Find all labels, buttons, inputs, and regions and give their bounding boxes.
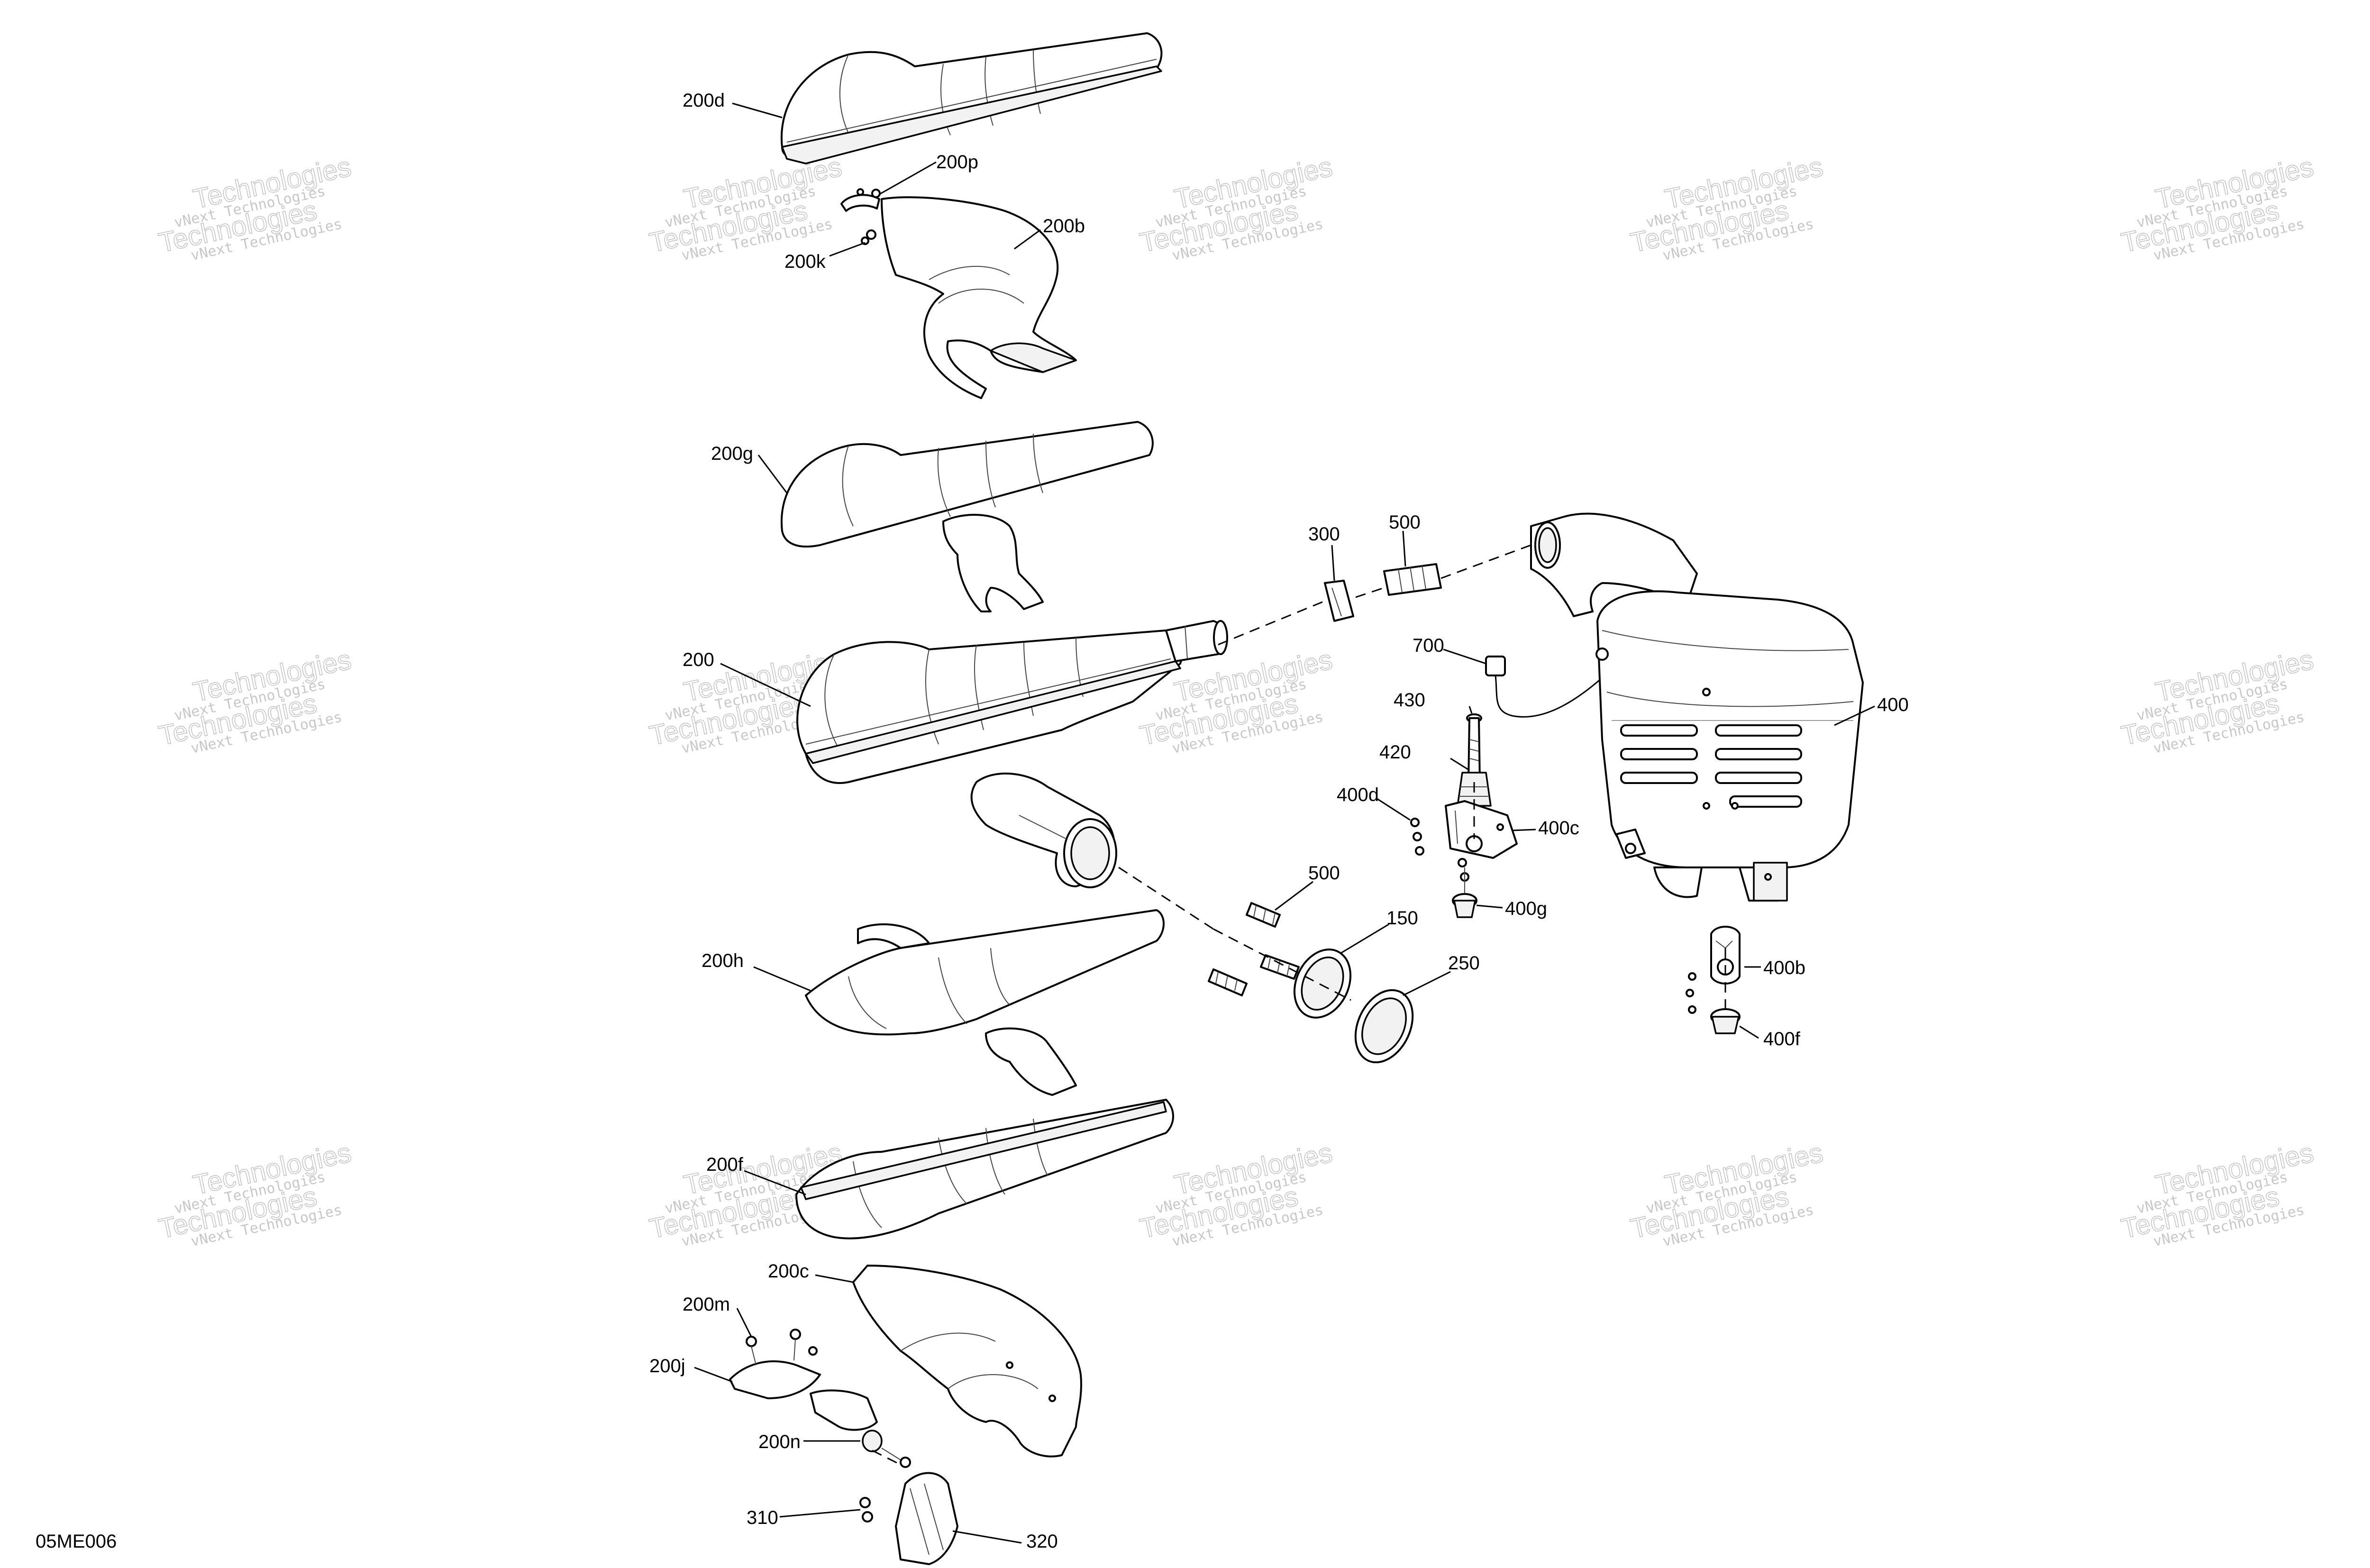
part-200m-200j-brackets: [729, 1329, 821, 1399]
label-420: 420: [1379, 742, 1411, 763]
part-400f-damper: [1710, 1008, 1741, 1034]
label-200n: 200n: [758, 1431, 801, 1452]
label-700: 700: [1413, 635, 1444, 656]
label-300: 300: [1308, 524, 1340, 545]
label-400: 400: [1877, 694, 1909, 715]
part-200c-bracket-shield: [852, 1265, 1082, 1458]
part-700-sensor: [1485, 656, 1615, 718]
part-200f-lower-shell: [795, 1099, 1174, 1240]
part-400b-bracket: [1686, 926, 1741, 1014]
part-200h-lower-shell: [805, 909, 1165, 1096]
part-200-main-shell: [796, 620, 1228, 888]
label-200: 200: [683, 649, 714, 670]
label-400c: 400c: [1538, 818, 1579, 839]
part-200p-clip: [840, 188, 881, 245]
part-500-spring-upper: [1383, 563, 1442, 596]
diagram-id: 05ME006: [36, 1531, 117, 1552]
label-400g: 400g: [1505, 898, 1547, 919]
label-400d: 400d: [1337, 784, 1379, 805]
part-400-muffler: [1530, 512, 1864, 902]
part-300-gasket: [1324, 580, 1354, 622]
label-200j: 200j: [649, 1356, 685, 1377]
label-500-lower: 500: [1308, 863, 1340, 884]
part-150-ring: [1293, 948, 1352, 1019]
label-200f: 200f: [706, 1154, 744, 1175]
label-430: 430: [1394, 690, 1425, 711]
label-320: 320: [1026, 1531, 1058, 1552]
part-250-ring: [1354, 989, 1414, 1064]
label-150: 150: [1386, 908, 1418, 929]
assembly-lines: [872, 544, 1726, 1466]
leader-lines: [694, 102, 1875, 1544]
part-320-bracket: [895, 1472, 958, 1565]
part-400c-bracket: [1445, 800, 1518, 859]
label-500-upper: 500: [1389, 512, 1421, 533]
label-400f: 400f: [1763, 1029, 1801, 1049]
label-200p: 200p: [936, 152, 978, 173]
label-200h: 200h: [702, 950, 744, 971]
part-200b-heat-shield: [881, 196, 1077, 399]
label-200c: 200c: [768, 1261, 809, 1282]
label-200k: 200k: [784, 251, 826, 272]
part-200n-mount: [810, 1389, 911, 1468]
label-400b: 400b: [1763, 957, 1805, 978]
label-200m: 200m: [683, 1294, 730, 1315]
part-200d-upper-shell: [780, 32, 1163, 164]
callout-labels: 200d 200p 200b 200k 200g 300 500 700 200…: [36, 90, 1909, 1552]
part-400g-damper: [1452, 867, 1477, 918]
part-310-bolt: [859, 1497, 873, 1522]
part-400d-screws: [1410, 818, 1469, 882]
part-200g-shell: [780, 421, 1154, 612]
label-310: 310: [747, 1507, 778, 1528]
label-200g: 200g: [711, 443, 753, 464]
part-500-springs-lower: [1208, 902, 1300, 996]
label-250: 250: [1448, 953, 1480, 974]
label-200b: 200b: [1043, 216, 1085, 237]
label-200d: 200d: [683, 90, 725, 111]
